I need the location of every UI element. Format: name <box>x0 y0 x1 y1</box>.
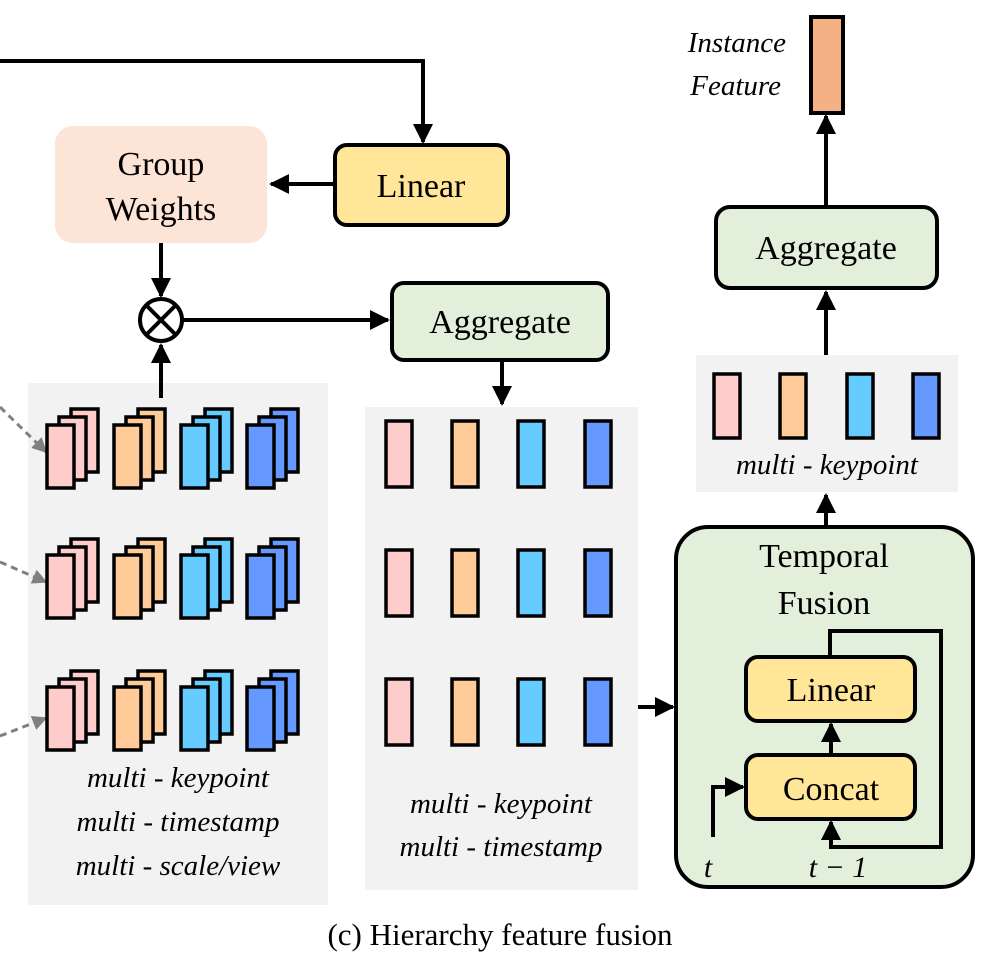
feature-bar <box>583 548 613 618</box>
left-feature-stacks <box>45 407 300 752</box>
instance-feature-bar <box>809 15 845 115</box>
feature-bar <box>384 419 414 489</box>
middle-panel-label-keypoint: multi - keypoint <box>410 788 593 820</box>
left-panel-label-scale-view: multi - scale/view <box>76 850 281 882</box>
dashed-input-arrow-2 <box>0 560 48 584</box>
feature-stack <box>112 407 167 490</box>
left-panel-label-keypoint: multi - keypoint <box>87 762 270 794</box>
feature-stack <box>245 537 300 620</box>
feature-bar <box>911 372 941 440</box>
aggregate-middle-block: Aggregate <box>390 281 610 362</box>
figure-caption: (c) Hierarchy feature fusion <box>327 917 673 952</box>
right-panel-label-keypoint: multi - keypoint <box>736 449 919 481</box>
t-input-connector <box>711 777 745 837</box>
middle-panel-label-timestamp: multi - timestamp <box>400 831 603 863</box>
feature-map <box>112 553 143 620</box>
top-input-connector <box>0 59 433 144</box>
feature-stack <box>179 669 234 752</box>
feature-bar <box>516 419 546 489</box>
feature-map <box>245 423 276 490</box>
feature-stack <box>45 537 100 620</box>
feature-stack <box>45 669 100 752</box>
multiply-operator-icon <box>138 297 184 343</box>
feature-stack <box>245 669 300 752</box>
left-panel-label-timestamp: multi - timestamp <box>77 806 280 838</box>
feature-map <box>245 553 276 620</box>
temporal-concat-label: Concat <box>783 771 880 808</box>
feature-map <box>245 685 276 752</box>
feature-map <box>179 685 210 752</box>
temporal-fusion-title-line1: Temporal <box>759 538 889 575</box>
feature-map <box>112 423 143 490</box>
feature-stack <box>179 537 234 620</box>
feature-bar <box>583 677 613 747</box>
feature-map <box>179 553 210 620</box>
feature-stack <box>112 669 167 752</box>
feature-bar <box>384 548 414 618</box>
feature-bar <box>450 419 480 489</box>
aggregate-right-label: Aggregate <box>755 230 897 267</box>
recurrent-loop-connector <box>821 629 943 849</box>
feature-stack <box>179 407 234 490</box>
input-t-minus-1-label: t − 1 <box>809 851 868 884</box>
feature-bar <box>778 372 808 440</box>
instance-feature-label-line1: Instance <box>687 27 786 59</box>
feature-bar <box>583 419 613 489</box>
feature-bar <box>845 372 875 440</box>
feature-bar <box>516 677 546 747</box>
feature-stack <box>245 407 300 490</box>
input-t-label: t <box>704 851 713 884</box>
temporal-fusion-title-line2: Fusion <box>778 585 871 622</box>
aggregate-middle-label: Aggregate <box>429 304 571 341</box>
linear-top-block: Linear <box>333 143 510 227</box>
feature-map <box>45 553 76 620</box>
dashed-input-arrow-1 <box>0 405 48 454</box>
feature-bar <box>712 372 742 440</box>
linear-top-label: Linear <box>377 168 466 205</box>
feature-bar <box>516 548 546 618</box>
feature-map <box>45 423 76 490</box>
temporal-linear-label: Linear <box>787 672 876 709</box>
dashed-input-arrow-3 <box>0 715 48 738</box>
right-feature-bars <box>712 372 941 440</box>
feature-stack <box>45 407 100 490</box>
feature-stack <box>112 537 167 620</box>
group-weights-block: Group Weights <box>55 126 267 243</box>
temporal-fusion-block: Temporal Fusion Linear Concat t t − 1 <box>674 525 975 889</box>
feature-bar <box>450 548 480 618</box>
feature-map <box>45 685 76 752</box>
feature-bar <box>450 677 480 747</box>
instance-feature-label-line2: Feature <box>689 70 781 102</box>
feature-map <box>179 423 210 490</box>
aggregate-right-block: Aggregate <box>714 205 939 290</box>
group-weights-label-line2: Weights <box>106 191 217 228</box>
middle-feature-bars <box>384 419 613 747</box>
feature-bar <box>384 677 414 747</box>
group-weights-label-line1: Group <box>118 146 205 183</box>
feature-map <box>112 685 143 752</box>
